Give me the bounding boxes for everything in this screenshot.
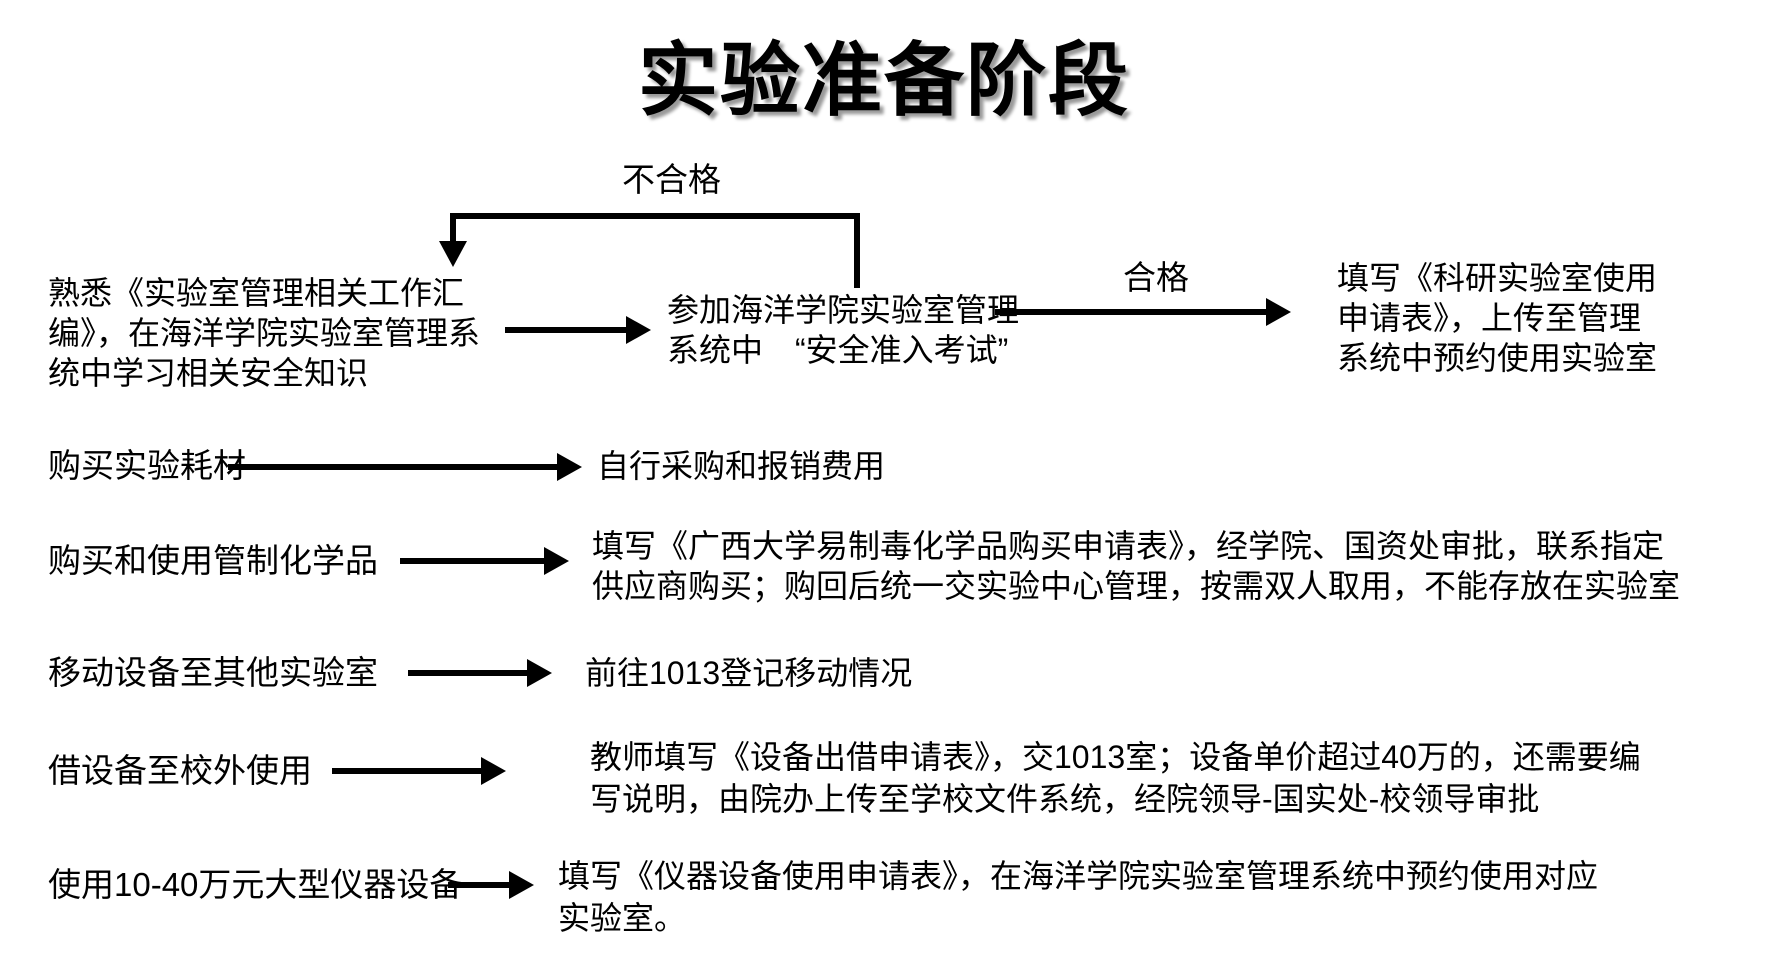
- row-consumables-arrow-icon: [228, 453, 582, 481]
- fail-label: 不合格: [622, 161, 721, 198]
- fail-loop-line-right: [854, 213, 860, 288]
- arrow-study-to-exam-icon: [505, 316, 651, 344]
- row-lend-equipment-arrow-icon: [332, 757, 506, 785]
- row-chemicals-arrow-icon: [400, 547, 569, 575]
- fail-loop-line-horizontal: [450, 213, 860, 219]
- row-lend-equipment-result: 教师填写《设备出借申请表》，交1013室；设备单价超过40万的，还需要编 写说明…: [590, 739, 1641, 817]
- step-study-regulations: 熟悉《实验室管理相关工作汇 编》，在海洋学院实验室管理系 统中学习相关安全知识: [48, 275, 481, 391]
- row-large-instrument-label: 使用10-40万元大型仪器设备: [48, 866, 463, 903]
- pass-label: 合格: [1123, 259, 1189, 296]
- row-large-instrument-result: 填写《仪器设备使用申请表》，在海洋学院实验室管理系统中预约使用对应 实验室。: [558, 858, 1599, 936]
- step-fill-application: 填写《科研实验室使用 申请表》，上传至管理 系统中预约使用实验室: [1337, 260, 1658, 376]
- row-chemicals-label: 购买和使用管制化学品: [48, 542, 378, 579]
- step-safety-exam: 参加海洋学院实验室管理 系统中 “安全准入考试”: [667, 292, 1020, 368]
- row-move-equipment-label: 移动设备至其他实验室: [48, 654, 378, 691]
- row-large-instrument-arrow-icon: [448, 871, 534, 899]
- row-consumables-result: 自行采购和报销费用: [597, 448, 886, 484]
- row-consumables-label: 购买实验耗材: [48, 447, 246, 484]
- fail-loop-arrowhead-down-icon: [439, 241, 467, 267]
- row-chemicals-result: 填写《广西大学易制毒化学品购买申请表》，经学院、国资处审批，联系指定 供应商购买…: [592, 528, 1681, 604]
- row-lend-equipment-label: 借设备至校外使用: [48, 752, 312, 789]
- row-move-equipment-result: 前往1013登记移动情况: [585, 655, 913, 691]
- page-title: 实验准备阶段: [638, 36, 1130, 125]
- fail-loop-line-left: [450, 213, 456, 243]
- arrow-exam-to-apply-icon: [995, 298, 1291, 326]
- row-move-equipment-arrow-icon: [408, 659, 552, 687]
